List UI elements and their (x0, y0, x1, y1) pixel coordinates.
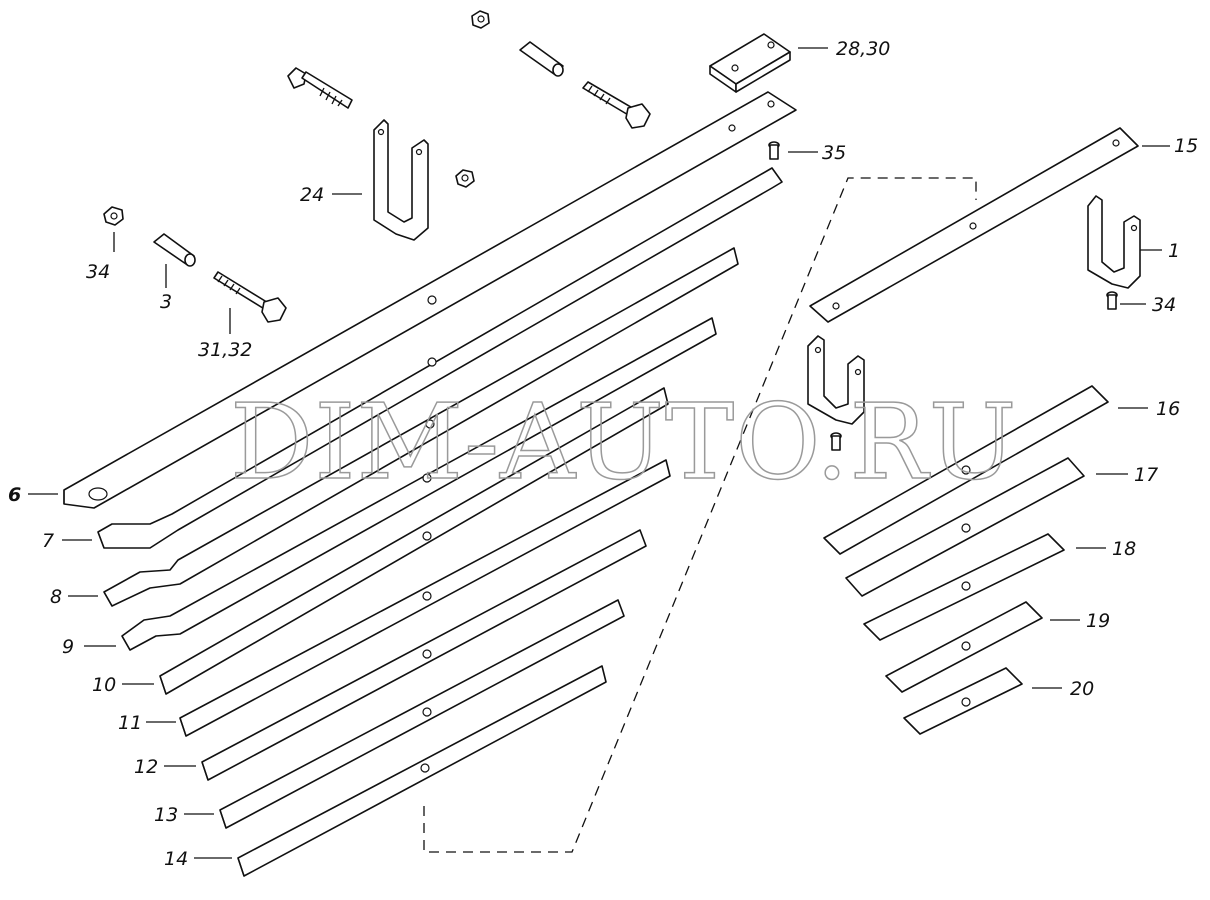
clamp-middle-right (807, 335, 865, 425)
callout-19: 19 (1086, 610, 1110, 632)
callout-20: 20 (1070, 678, 1094, 700)
leaf-11 (179, 459, 671, 737)
pin-35-icon (768, 141, 780, 160)
callout-18: 18 (1112, 538, 1136, 560)
callout-22: 28,30 (836, 38, 890, 60)
callout-7: 7 (42, 530, 54, 552)
bolt-top-right-icon (582, 81, 651, 129)
bolt-28-30-icon (213, 271, 287, 323)
callout-24: 24 (300, 184, 324, 206)
clamp-24 (373, 119, 429, 241)
callout-14: 14 (164, 848, 188, 870)
leaf-6 (63, 91, 797, 509)
sleeve-3-icon (153, 233, 196, 267)
nut-31-32-icon (103, 206, 124, 226)
watermark: DIM-AUTO.RU (230, 381, 1017, 503)
dashed-connector (423, 177, 977, 853)
callout-28-30: 31,32 (198, 339, 252, 361)
leaf-7 (97, 167, 783, 549)
callout-15: 15 (1174, 135, 1198, 157)
clamp-1 (1087, 195, 1141, 289)
callout-31-32: 34 (86, 261, 110, 283)
leaf-16 (823, 385, 1109, 555)
leaf-8 (103, 247, 739, 607)
callout-34-label: 34 (1152, 294, 1176, 316)
callout-8: 8 (50, 586, 62, 608)
leaf-17 (845, 457, 1085, 597)
pin-middle-icon (830, 432, 842, 451)
leaf-18 (863, 533, 1065, 641)
plate-22 (709, 33, 791, 93)
leaf-20 (903, 667, 1023, 735)
nut-middle-icon (455, 169, 475, 188)
leaf-12 (201, 529, 647, 781)
callout-11: 11 (118, 712, 142, 734)
callout-12: 12 (134, 756, 158, 778)
callout-3: 3 (160, 291, 172, 313)
leaf-10 (159, 387, 669, 695)
sleeve-top-icon (519, 41, 564, 77)
leaf-19 (885, 601, 1043, 693)
nut-top-icon (471, 10, 490, 29)
callout-9: 9 (62, 636, 74, 658)
callout-35: 35 (822, 142, 846, 164)
leaf-15 (809, 127, 1139, 323)
leaf-13 (219, 599, 625, 829)
callout-16: 16 (1156, 398, 1180, 420)
callout-1: 1 (1168, 240, 1180, 262)
pin-34-icon (1106, 291, 1118, 310)
bolt-top-left-icon (287, 67, 353, 109)
callout-17: 17 (1134, 464, 1158, 486)
leader-lines (28, 47, 1170, 859)
callout-13: 13 (154, 804, 178, 826)
leaf-9 (121, 317, 717, 651)
callout-6: 6 (8, 484, 21, 506)
leaf-14 (237, 665, 607, 877)
callout-10: 10 (92, 674, 116, 696)
